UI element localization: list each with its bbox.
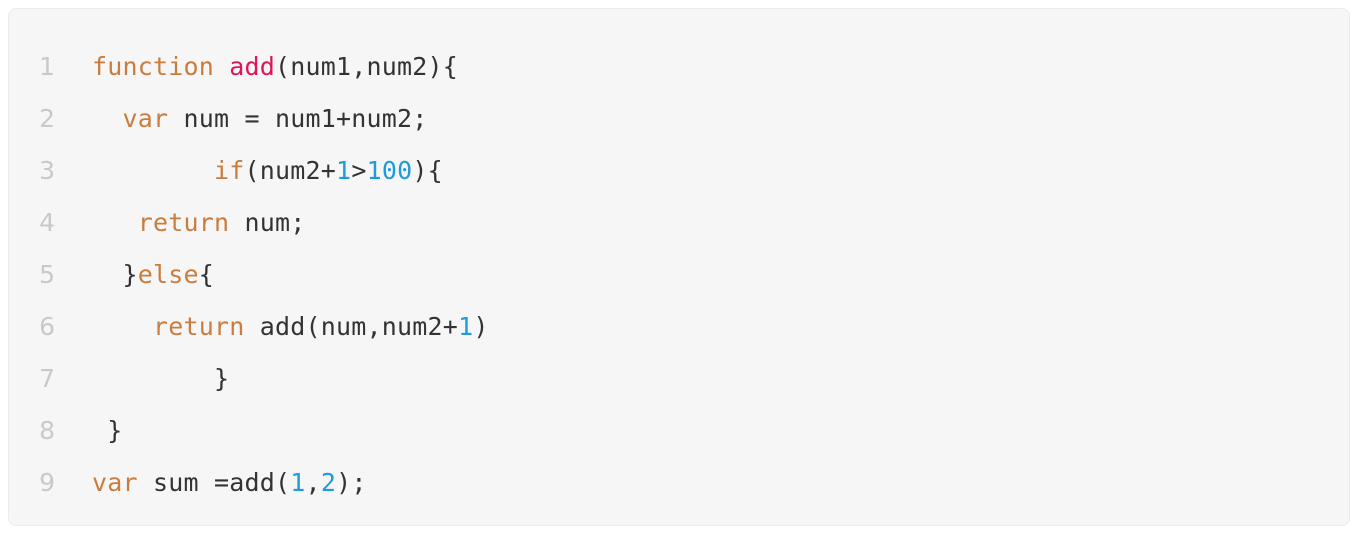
line-number: 9 (39, 468, 55, 497)
line-code: }else{ (92, 249, 214, 301)
line-number: 1 (39, 52, 55, 81)
line-code: return add(num,num2+1) (92, 301, 489, 353)
code-token-plain: ) (473, 312, 489, 341)
code-line[interactable]: 5 }else{ (9, 249, 1349, 301)
code-line[interactable]: 4 return num; (9, 197, 1349, 249)
code-token-num: 1 (290, 468, 306, 497)
code-line[interactable]: 1 function add(num1,num2){ (9, 41, 1349, 93)
code-token-kw: return (137, 208, 230, 237)
line-code: if(num2+1>100){ (92, 145, 443, 197)
code-token-plain: , (305, 468, 321, 497)
code-token-plain (92, 104, 123, 133)
code-token-num: 1 (458, 312, 474, 341)
code-line[interactable]: 2 var num = num1+num2; (9, 93, 1349, 145)
line-code: var num = num1+num2; (92, 93, 428, 145)
code-token-plain: sum =add( (137, 468, 291, 497)
code-token-plain: } (92, 364, 230, 393)
code-line[interactable]: 8 } (9, 405, 1349, 457)
code-token-plain: ){ (412, 156, 443, 185)
line-code: return num; (92, 197, 306, 249)
code-token-plain: (num1,num2){ (275, 52, 459, 81)
line-number: 3 (39, 156, 55, 185)
code-line[interactable]: 3 if(num2+1>100){ (9, 145, 1349, 197)
code-token-kw: else (137, 260, 199, 289)
line-code: } (92, 405, 123, 457)
code-token-plain (92, 312, 153, 341)
code-token-fn: add (229, 52, 276, 81)
code-token-plain: add(num,num2+ (244, 312, 459, 341)
code-token-kw: var (92, 468, 138, 497)
code-token-plain: } (92, 260, 138, 289)
line-number: 6 (39, 312, 55, 341)
code-token-plain (214, 52, 229, 81)
code-token-plain: num = num1+num2; (168, 104, 428, 133)
line-number: 4 (39, 208, 55, 237)
line-number: 8 (39, 416, 55, 445)
code-token-plain: (num2+ (244, 156, 337, 185)
line-code: } (92, 353, 229, 405)
code-token-num: 2 (320, 468, 337, 497)
line-number: 2 (39, 104, 55, 133)
code-token-num: 1 (336, 156, 352, 185)
code-token-plain: } (92, 416, 123, 445)
code-token-plain: num; (229, 208, 306, 237)
line-number: 7 (39, 364, 55, 393)
line-number: 5 (39, 260, 55, 289)
line-code: var sum =add(1,2); (92, 457, 367, 509)
code-token-kw: function (92, 52, 215, 81)
code-token-kw: return (153, 312, 245, 341)
code-line[interactable]: 7 } (9, 353, 1349, 405)
code-token-plain (92, 208, 138, 237)
code-token-num: 100 (366, 156, 413, 185)
line-code: function add(num1,num2){ (92, 41, 458, 93)
code-token-kw: var (122, 104, 169, 133)
code-line[interactable]: 9 var sum =add(1,2); (9, 457, 1349, 509)
code-token-plain: { (198, 260, 215, 289)
code-token-plain (92, 156, 214, 185)
code-token-plain: ); (336, 468, 367, 497)
code-token-kw: if (214, 156, 245, 185)
code-token-plain: > (351, 156, 367, 185)
code-line[interactable]: 6 return add(num,num2+1) (9, 301, 1349, 353)
